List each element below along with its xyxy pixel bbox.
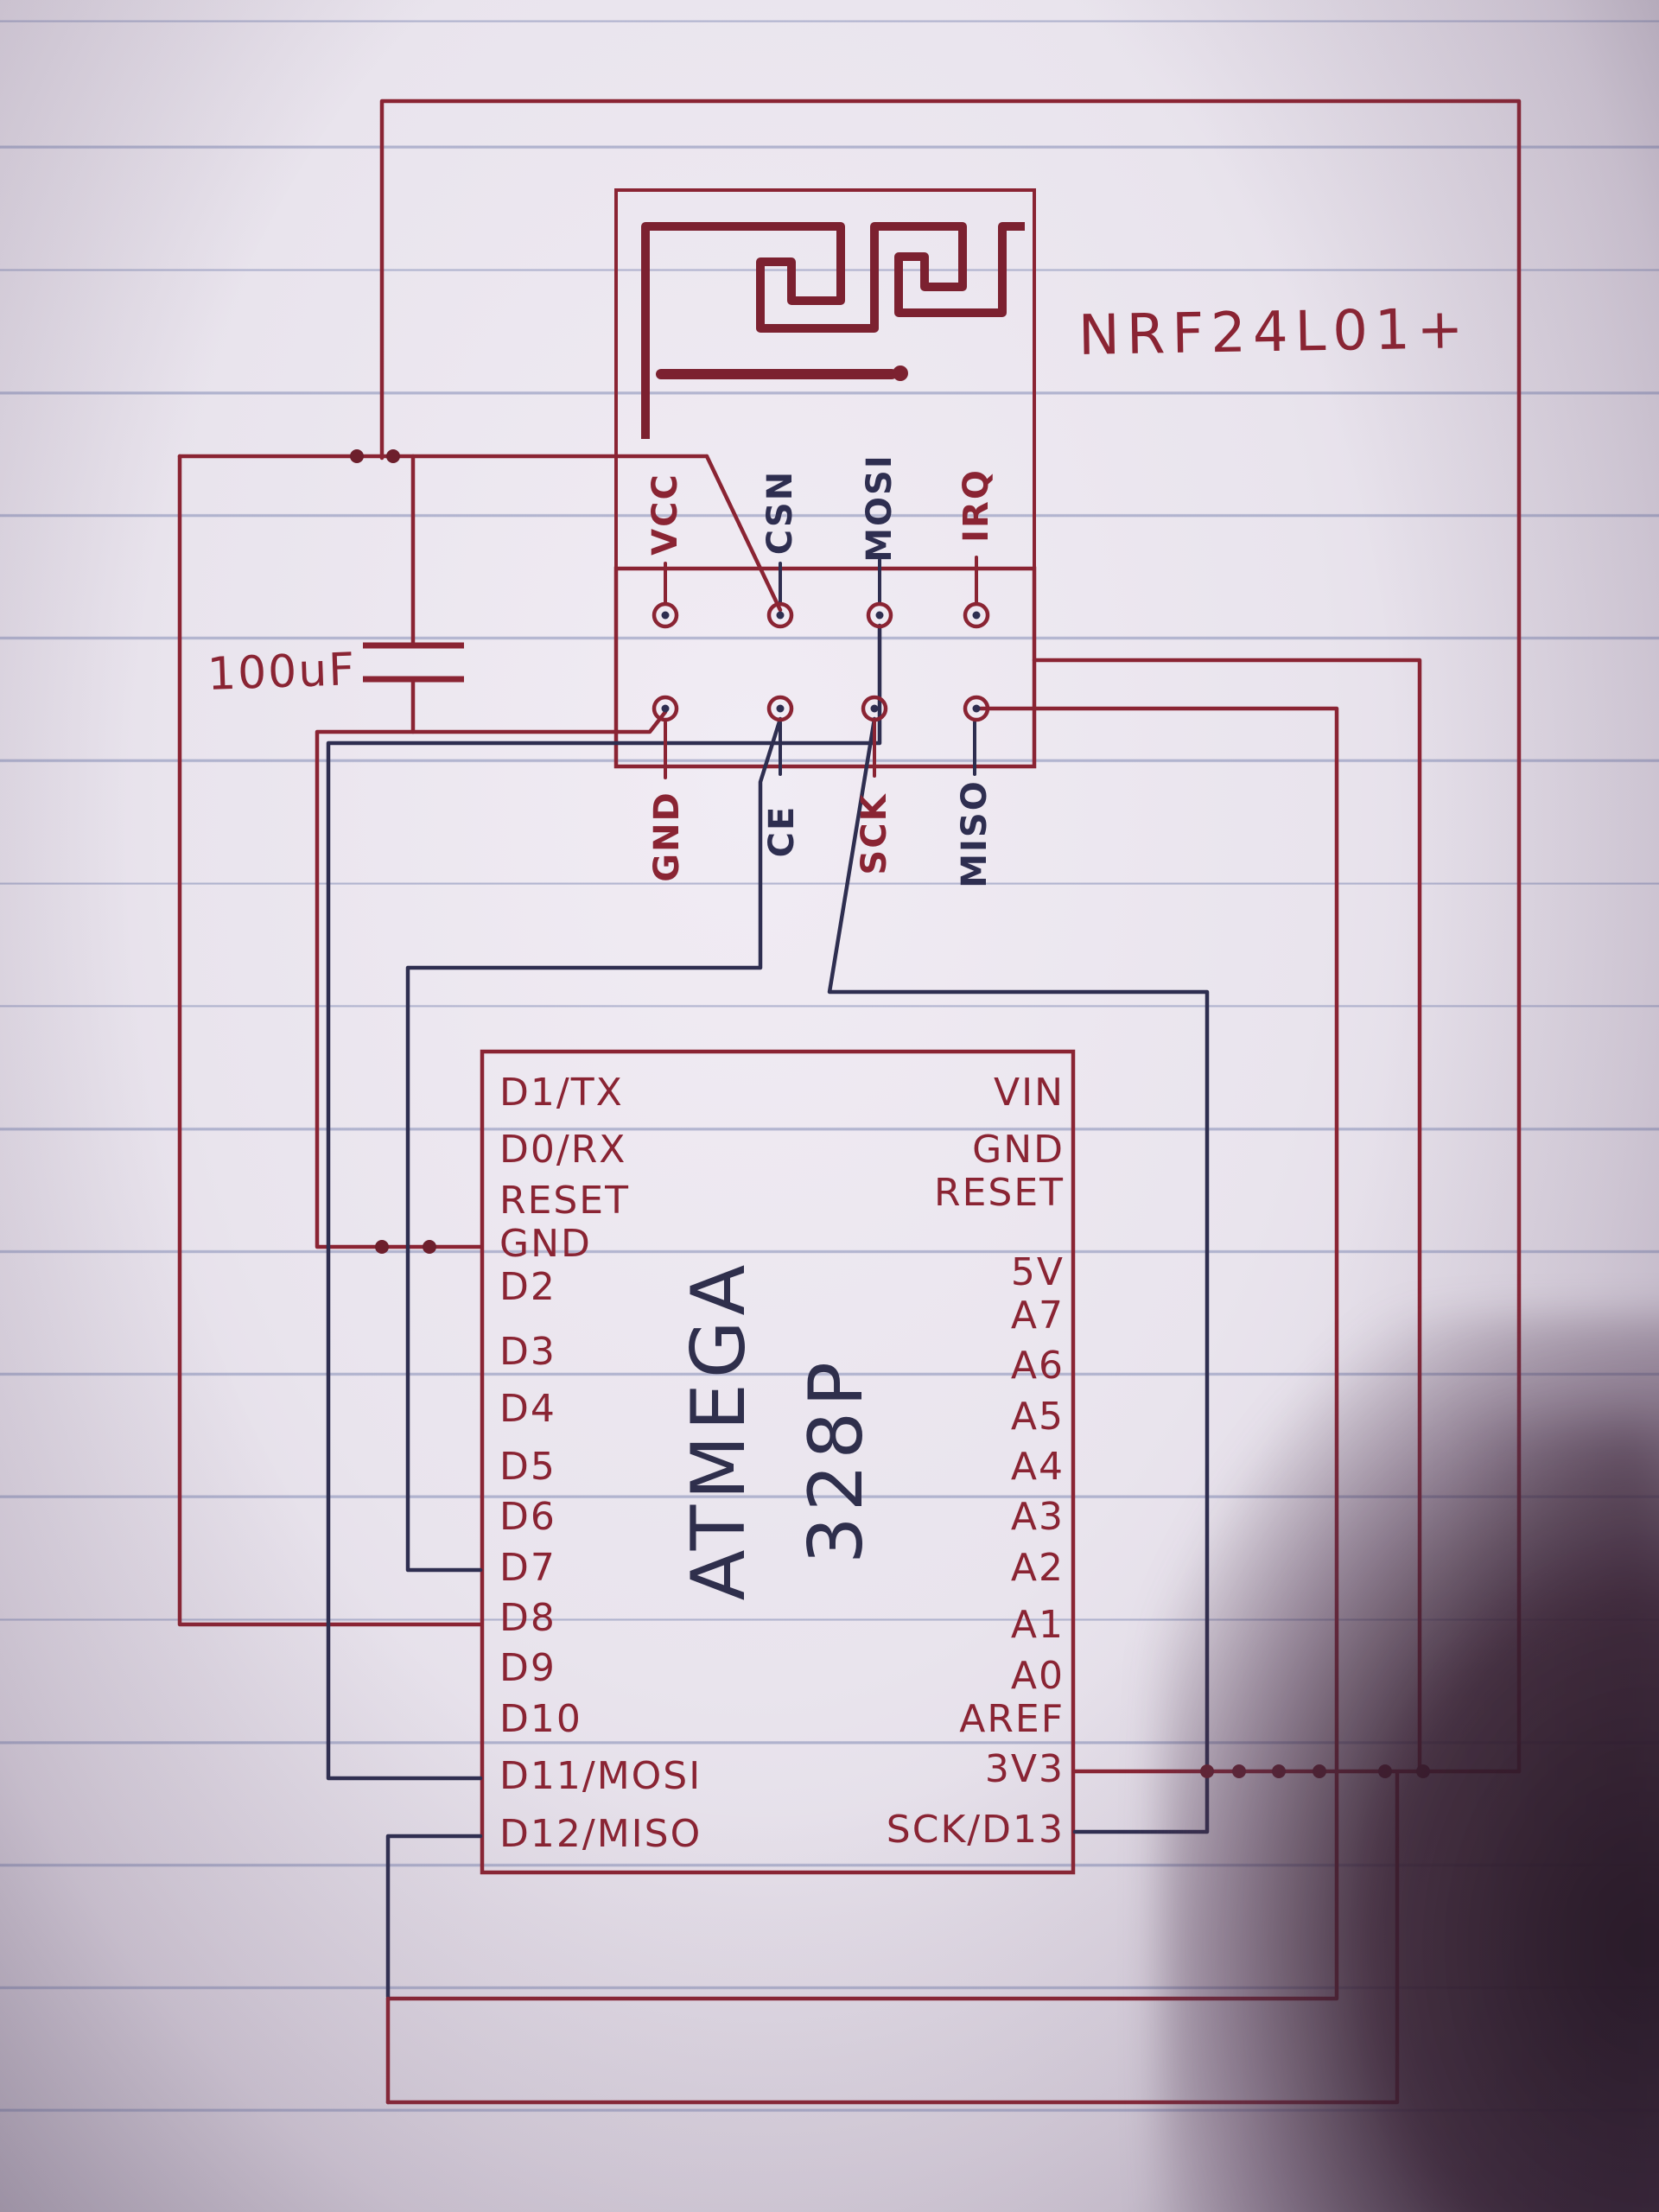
mcu-pin-a2: A2 <box>1010 1546 1065 1590</box>
pin-label-sck: SCK <box>855 792 894 875</box>
antenna-trace-icon <box>641 222 1025 439</box>
mcu-pin-d7: D7 <box>499 1546 556 1590</box>
wire-d12-miso-link <box>385 1834 483 1999</box>
mcu-pin-d8: D8 <box>499 1596 556 1640</box>
module-pin-center <box>661 611 670 620</box>
mcu-pin-d0-rx: D0/RX <box>499 1128 627 1172</box>
module-pin <box>963 695 990 722</box>
junction-dot <box>386 449 400 463</box>
nrf-pin-box <box>613 566 1037 769</box>
module-pin-center <box>870 704 879 713</box>
mcu-pin-d2: D2 <box>499 1265 556 1309</box>
junction-dot <box>423 1240 436 1254</box>
mcu-pin-d11-mosi: D11/MOSI <box>499 1754 702 1798</box>
pin-label-csn: CSN <box>760 469 800 556</box>
pin-label-vcc: VCC <box>645 473 685 556</box>
mcu-pin-a7: A7 <box>1010 1294 1065 1338</box>
pin-label-gnd: GND <box>647 791 687 882</box>
module-pin-center <box>661 704 670 713</box>
pin-leader-lines-layer <box>664 556 978 779</box>
pin-label-mosi: MOSI <box>860 454 899 563</box>
module-pin-center <box>972 611 981 620</box>
wire-ce-wire <box>405 716 783 1573</box>
mcu-pin-d10: D10 <box>499 1697 582 1741</box>
module-pin-center <box>875 611 884 620</box>
junction-dot <box>1200 1764 1214 1778</box>
atmega-box <box>480 1049 1076 1875</box>
junction-dot <box>1272 1764 1286 1778</box>
mcu-pin-d12-miso: D12/MISO <box>499 1812 702 1856</box>
antenna-feed-dot <box>893 365 908 381</box>
mcu-pin-a6: A6 <box>1010 1344 1065 1388</box>
mcu-pin-a0: A0 <box>1010 1654 1065 1698</box>
mcu-pin-gnd-l: GND <box>499 1222 592 1266</box>
wire-power-loop <box>379 99 1522 1774</box>
wire-left-long-rail <box>177 454 483 1627</box>
junction-dot <box>1313 1764 1326 1778</box>
mcu-pin-a1: A1 <box>1010 1603 1065 1647</box>
mcu-pin-a4: A4 <box>1010 1445 1065 1489</box>
module-pin <box>652 601 679 629</box>
pin-label-ce: CE <box>762 804 802 858</box>
mcu-pin-d1-tx: D1/TX <box>499 1071 624 1115</box>
mcu-pin-d5: D5 <box>499 1445 556 1489</box>
module-pin-center <box>776 704 785 713</box>
module-pin-center <box>972 704 981 713</box>
mcu-pin-gnd-r: GND <box>972 1128 1065 1172</box>
mcu-pin-d9: D9 <box>499 1646 556 1690</box>
mcu-pin-vin: VIN <box>994 1071 1065 1115</box>
module-pin <box>861 695 888 722</box>
pin-label-miso: MISO <box>955 779 995 888</box>
pin-label-irq: IRQ <box>957 468 996 543</box>
mcu-pin-3v3: 3V3 <box>984 1747 1065 1791</box>
mcu-pin-sck-d13: SCK/D13 <box>886 1808 1065 1852</box>
mcu-pin-a3: A3 <box>1010 1495 1065 1539</box>
capacitor-value-label: 100uF <box>207 644 358 701</box>
mcu-pin-reset-r: RESET <box>934 1171 1065 1215</box>
mcu-pin-a5: A5 <box>1010 1395 1065 1439</box>
module-pins-layer <box>652 601 990 722</box>
junction-dot <box>1232 1764 1246 1778</box>
module-pin <box>963 601 990 629</box>
junction-dot <box>350 449 364 463</box>
module-pin <box>866 601 893 629</box>
module-pin <box>652 695 679 722</box>
wire-gnd-rail <box>315 709 668 1249</box>
mcu-pin-d4: D4 <box>499 1387 556 1431</box>
junction-dot <box>1378 1764 1392 1778</box>
junction-dot <box>375 1240 389 1254</box>
mcu-pin-d6: D6 <box>499 1495 556 1539</box>
module-pin <box>766 601 794 629</box>
wire-right-inner-rail <box>1032 658 1422 1774</box>
mcu-pin-reset-l: RESET <box>499 1179 630 1223</box>
module-pin-center <box>776 611 785 620</box>
junction-dot <box>1416 1764 1430 1778</box>
mcu-pin-aref: AREF <box>959 1697 1065 1741</box>
mcu-pin-d3: D3 <box>499 1330 556 1374</box>
module-pin <box>766 695 794 722</box>
module-title: NRF24L01+ <box>1077 297 1471 368</box>
mcu-pin-5v: 5V <box>1010 1250 1065 1294</box>
wire-mosi-wire <box>326 623 882 1781</box>
wire-vcc-to-module <box>704 454 783 613</box>
